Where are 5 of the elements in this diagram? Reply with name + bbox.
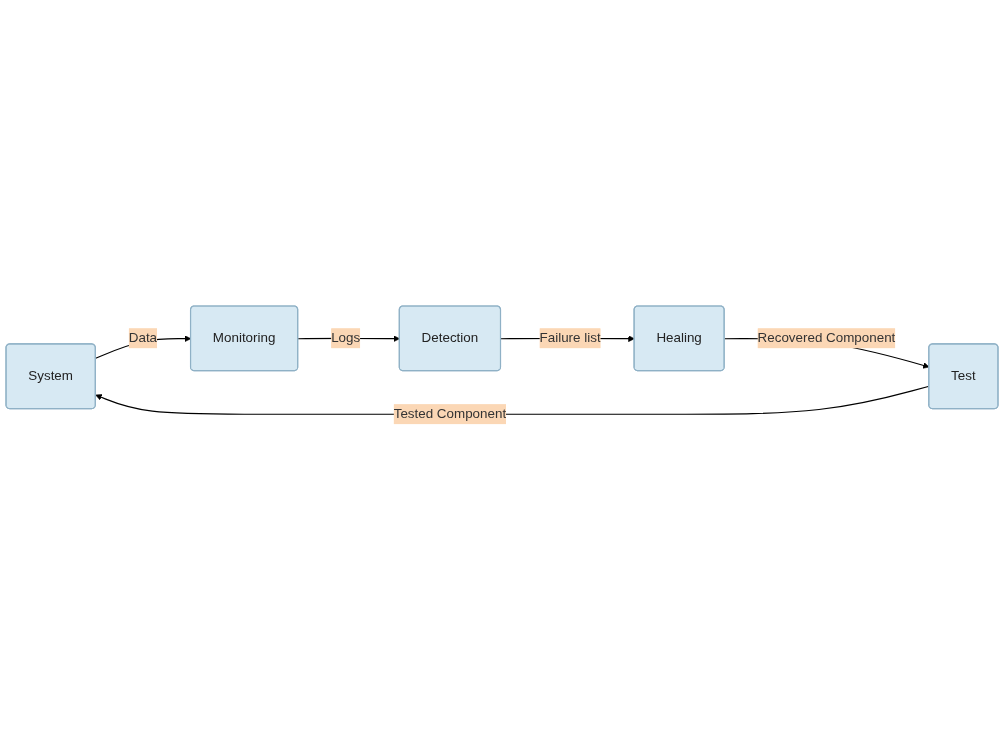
edge-label: Data	[128, 330, 158, 346]
edge-label: Logs	[331, 330, 361, 346]
edge-label: Tested Component	[393, 406, 507, 422]
edge-label: Failure list	[539, 330, 601, 346]
edge-label: Recovered Component	[757, 330, 896, 346]
